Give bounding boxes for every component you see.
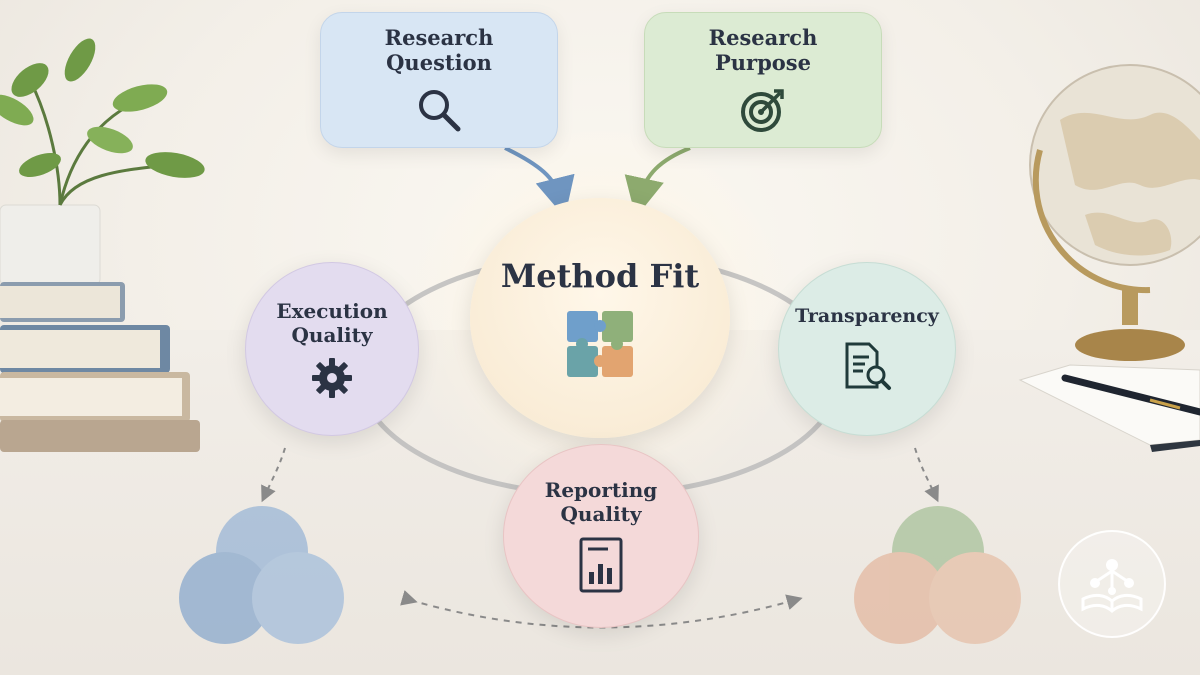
reporting-quality-label: Reporting Quality — [544, 478, 658, 526]
books-decoration — [0, 282, 200, 452]
document-search-icon — [845, 342, 891, 391]
venn-left — [179, 506, 344, 644]
puzzle-icon — [567, 311, 633, 378]
research-purpose-label: Research Purpose — [708, 24, 818, 75]
notebook-decoration — [1018, 364, 1200, 452]
arrow-question-to-fit — [504, 146, 575, 218]
target-icon — [741, 89, 784, 133]
method-fit-label: Method Fit — [500, 256, 700, 295]
node-reporting-quality: Reporting Quality — [503, 444, 699, 628]
gear-icon — [312, 358, 352, 398]
plant-decoration — [0, 38, 205, 286]
node-research-purpose: Research Purpose — [644, 12, 882, 148]
magnifier-icon — [419, 90, 461, 132]
dashed-arrow-right — [914, 447, 939, 503]
report-chart-icon — [579, 537, 623, 593]
research-question-label: Research Question — [384, 24, 494, 75]
brand-logo-badge — [1058, 530, 1166, 638]
dashed-arrow-left — [261, 447, 286, 503]
arrow-purpose-to-fit — [624, 146, 691, 218]
node-transparency: Transparency — [778, 262, 956, 436]
node-execution-quality: Execution Quality — [245, 262, 419, 436]
node-method-fit: Method Fit — [470, 198, 730, 438]
globe-decoration — [1029, 64, 1200, 361]
transparency-label: Transparency — [795, 304, 939, 327]
book-network-icon — [1081, 559, 1143, 613]
node-research-question: Research Question — [320, 12, 558, 148]
execution-quality-label: Execution Quality — [276, 299, 388, 347]
venn-right — [854, 506, 1021, 644]
